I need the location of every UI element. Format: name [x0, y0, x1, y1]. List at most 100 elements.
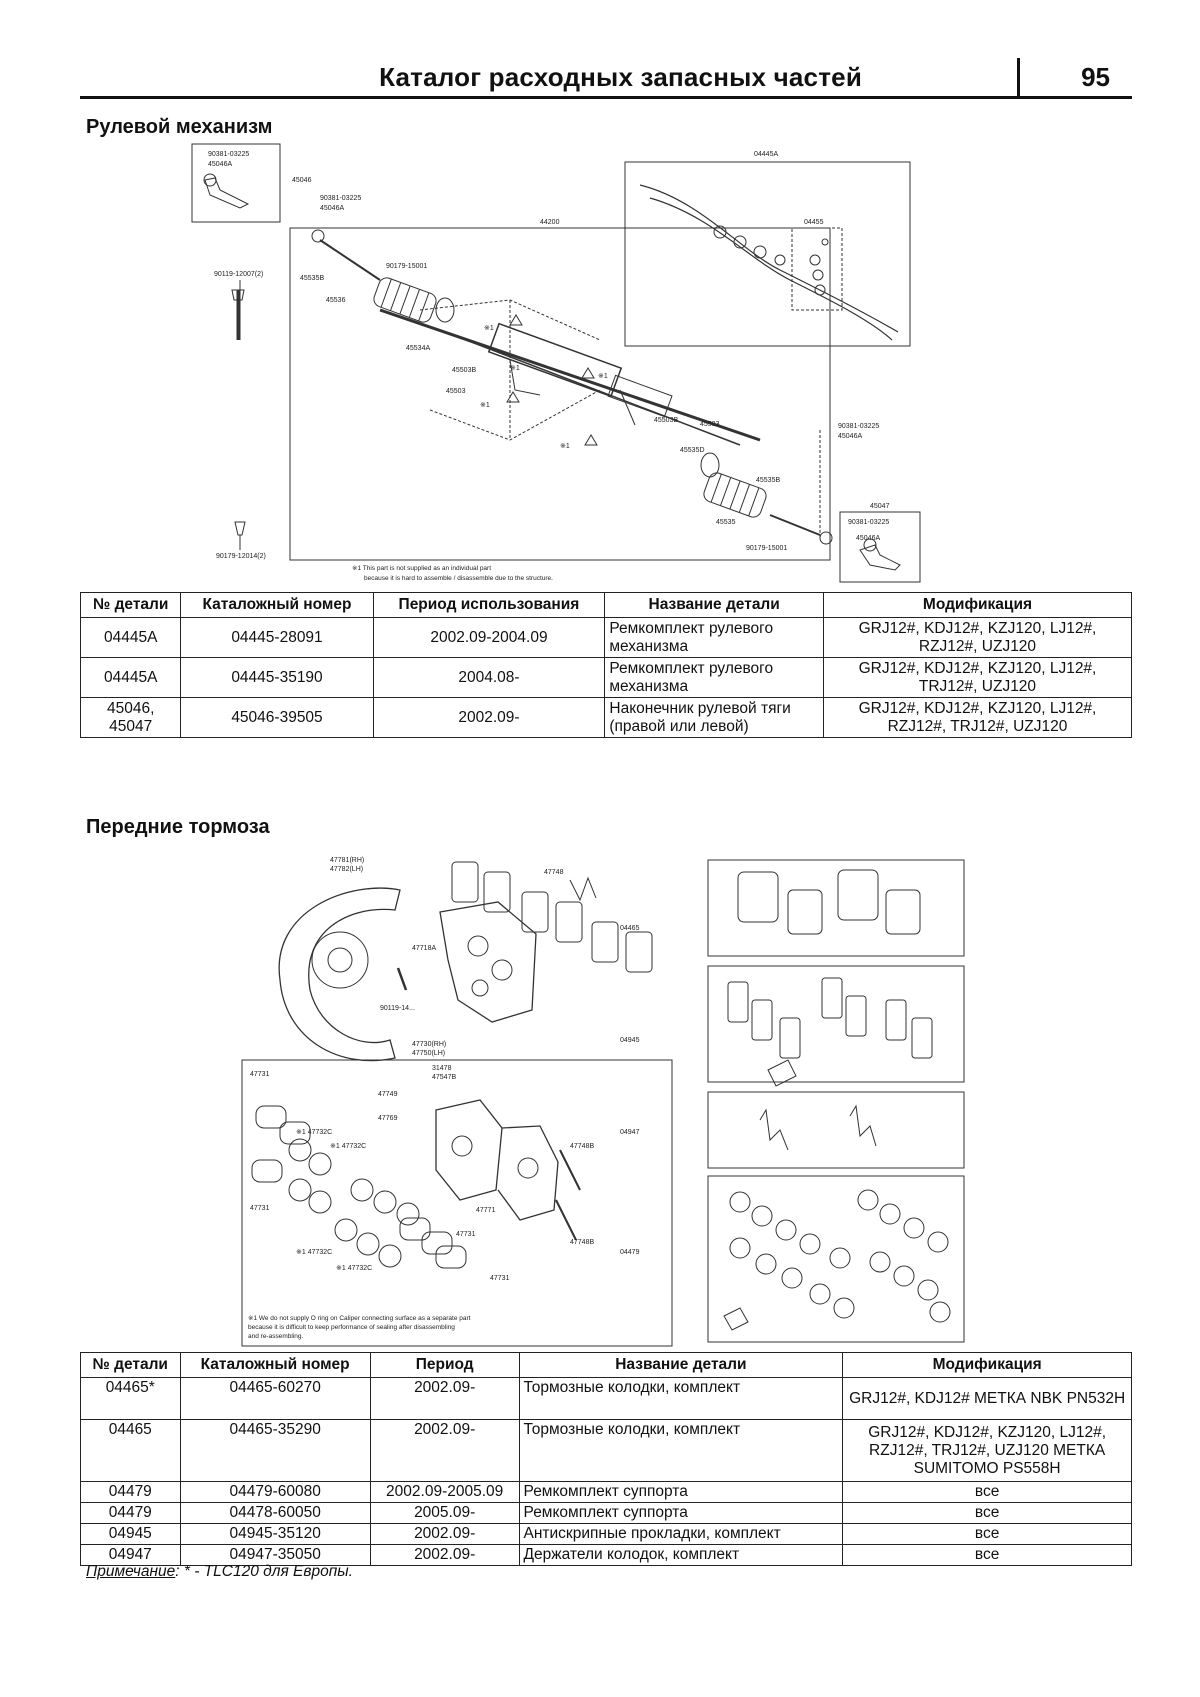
label-45535d: 45535D: [680, 447, 705, 454]
footnote-text: : * - TLC120 для Европы.: [175, 1563, 353, 1580]
cell-part-no: 04947: [80, 1544, 181, 1566]
cell-part-no: 04945: [80, 1523, 181, 1545]
cell-catalog-no: 04478-60050: [179, 1502, 371, 1524]
label-90179-a: 90179-15001: [386, 263, 427, 270]
cell-part-no: 04479: [80, 1481, 181, 1503]
kit-04479-frame: [707, 1175, 965, 1343]
label-47732c-d: ※1 47732C: [336, 1265, 372, 1272]
cell-period: 2002.09-: [369, 1544, 520, 1566]
label-47730: 47730(RH): [412, 1041, 446, 1048]
tie-rod-end-45047-frame: [839, 511, 921, 583]
assy-44200-frame: [289, 227, 831, 561]
label-45047: 45047: [870, 503, 890, 510]
cell-model: все: [842, 1502, 1132, 1524]
cell-catalog-no: 04445-28091: [180, 617, 374, 658]
label-47731-c: 47731: [456, 1231, 476, 1238]
col-period: Период использования: [372, 592, 606, 618]
cell-period: 2002.09-: [369, 1377, 520, 1420]
table-row: 04445A 04445-35190 2004.08- Ремкомплект …: [79, 657, 1133, 698]
tie-rod-end-45046-frame: [191, 143, 281, 223]
cell-period: 2005.09-: [369, 1502, 520, 1524]
page-header: Каталог расходных запасных частей 95: [80, 58, 1132, 99]
label-45536: 45536: [326, 297, 346, 304]
brakes-section-title: Передние тормоза: [86, 816, 270, 838]
caliper-kit-frame: [241, 1059, 673, 1347]
page-title: Каталог расходных запасных частей: [379, 62, 862, 92]
cell-period: 2004.08-: [372, 657, 606, 698]
table-header-row: № детали Каталожный номер Период Названи…: [80, 1352, 1132, 1378]
steering-footnote-2: because it is hard to assemble / disasse…: [364, 575, 553, 582]
label-47731-b: 47731: [250, 1205, 270, 1212]
label-45046a-a: 45046A: [208, 161, 232, 168]
cell-catalog-no: 04465-35290: [179, 1419, 371, 1482]
cell-model: GRJ12#, KDJ12#, KZJ120, LJ12#, RZJ12#, T…: [842, 1419, 1132, 1482]
cell-period: 2002.09-: [369, 1523, 520, 1545]
cell-period: 2002.09-2005.09: [369, 1481, 520, 1503]
label-m1-e: ※1: [510, 365, 520, 372]
label-45534a: 45534A: [406, 345, 430, 352]
cell-name: Ремкомплект суппорта: [518, 1502, 844, 1524]
label-47750: 47750(LH): [412, 1050, 445, 1057]
col-catalog-no: Каталожный номер: [179, 1352, 371, 1378]
label-47731-a: 47731: [250, 1071, 270, 1078]
label-90119-b: 90119-14...: [380, 1005, 415, 1012]
cell-model: все: [842, 1481, 1132, 1503]
label-47732c-b: ※1 47732C: [330, 1143, 366, 1150]
table-row: 45046, 45047 45046-39505 2002.09- Наконе…: [79, 697, 1133, 738]
label-45046a-b: 45046A: [320, 205, 344, 212]
table-row: 04465 04465-35290 2002.09- Тормозные кол…: [80, 1419, 1132, 1482]
label-04479: 04479: [620, 1249, 640, 1256]
label-m1-d: ※1: [560, 443, 570, 450]
label-m1-b: ※1: [480, 402, 490, 409]
label-90381-a: 90381-03225: [208, 151, 249, 158]
cell-name: Антискрипные прокладки, комплект: [518, 1523, 844, 1545]
label-04455: 04455: [804, 219, 824, 226]
label-47718a: 47718A: [412, 945, 436, 952]
kit-04945-frame: [707, 965, 965, 1083]
label-45535b-r: 45535B: [756, 477, 780, 484]
kit-04445a-frame: [624, 161, 911, 347]
steering-diagram: 44200 04445A 04455 45046 45047 90381-032…: [180, 140, 940, 588]
cell-period: 2002.09-: [369, 1419, 520, 1482]
kit-04947-frame: [707, 1091, 965, 1169]
kit-04465-frame: [707, 859, 965, 957]
table-row: 04445A 04445-28091 2002.09-2004.09 Ремко…: [79, 617, 1133, 658]
footnote: Примечание: * - TLC120 для Европы.: [86, 1563, 353, 1581]
cell-model: все: [842, 1523, 1132, 1545]
cell-part-no: 04479: [80, 1502, 181, 1524]
cell-name: Держатели колодок, комплект: [518, 1544, 844, 1566]
label-47781: 47781(RH): [330, 857, 364, 864]
table-row: 04479 04478-60050 2005.09- Ремкомплект с…: [80, 1502, 1132, 1524]
brakes-footnote-3: and re-assembling.: [248, 1333, 303, 1340]
cell-catalog-no: 04479-60080: [179, 1481, 371, 1503]
label-45046a-c: 45046A: [838, 433, 862, 440]
label-m1-a: ※1: [484, 325, 494, 332]
steering-section-title: Рулевой механизм: [86, 116, 273, 138]
col-model: Модификация: [842, 1352, 1132, 1378]
table-row: 04947 04947-35050 2002.09- Держатели кол…: [80, 1544, 1132, 1566]
col-model: Модификация: [822, 592, 1133, 618]
cell-name: Ремкомплект рулевого механизма: [604, 657, 824, 698]
label-04445a: 04445A: [754, 151, 778, 158]
col-part-no: № детали: [79, 592, 182, 618]
label-45503-l: 45503: [446, 388, 466, 395]
label-90381-b: 90381-03225: [320, 195, 361, 202]
cell-part-no: 04445A: [79, 617, 182, 658]
label-45535: 45535: [716, 519, 736, 526]
label-45503b-r: 45503B: [654, 417, 678, 424]
label-47731-d: 47731: [490, 1275, 510, 1282]
brakes-diagram-svg: 47781(RH) 47782(LH) 47718A 90119-14... 4…: [241, 857, 965, 1347]
label-45503-r: 45503: [700, 421, 720, 428]
col-name: Название детали: [604, 592, 824, 618]
cell-part-no: 04465*: [80, 1377, 181, 1420]
cell-model: GRJ12#, KDJ12#, KZJ120, LJ12#, RZJ12#, T…: [822, 697, 1133, 738]
cell-catalog-no: 04445-35190: [180, 657, 374, 698]
label-47782: 47782(LH): [330, 866, 363, 873]
steering-diagram-svg: 44200 04445A 04455 45046 45047 90381-032…: [191, 143, 921, 583]
label-90179-c: 90179-15001: [746, 545, 787, 552]
cell-model: GRJ12#, KDJ12#, KZJ120, LJ12#, RZJ12#, U…: [822, 617, 1133, 658]
cell-name: Тормозные колодки, комплект: [518, 1419, 844, 1482]
cell-part-no: 45046, 45047: [79, 697, 182, 738]
label-04945: 04945: [620, 1037, 640, 1044]
brakes-footnote-2: because it is difficult to keep performa…: [248, 1324, 455, 1331]
